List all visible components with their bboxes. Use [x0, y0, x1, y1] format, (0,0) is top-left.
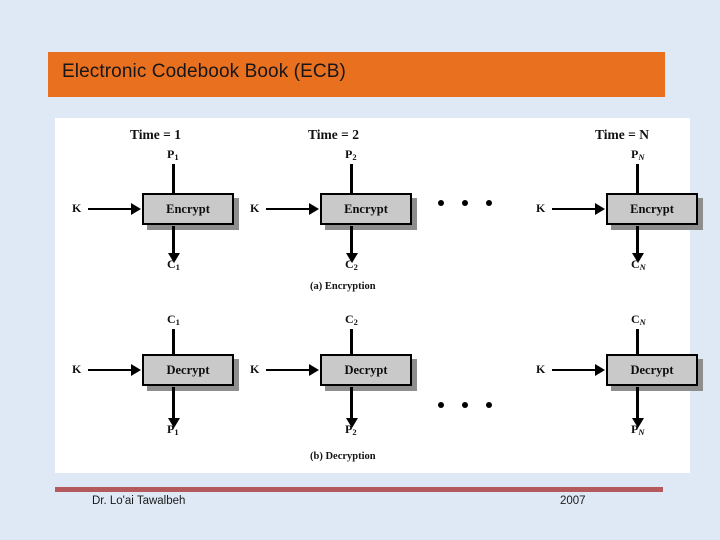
decrypt-col-1-key-arrow [88, 364, 141, 376]
encrypt-col-1-time-label: Time = 1 [130, 127, 181, 142]
decrypt-block-1: Decrypt [142, 354, 234, 386]
decrypt-col-2-input-label: C2 [345, 312, 358, 327]
decrypt-col-1-output-label: P1 [167, 422, 179, 437]
encrypt-col-2-input-label: P2 [345, 147, 357, 162]
encrypt-col-1-key-label: K [72, 201, 82, 215]
footer-divider [55, 487, 663, 492]
encrypt-col-2-output-arrow [345, 226, 358, 263]
decrypt-block-2-label: Decrypt [344, 363, 388, 377]
encrypt-col-n-key-arrow [552, 203, 605, 215]
decrypt-col-1-key-label: K [72, 362, 82, 376]
encrypt-ellipsis [438, 200, 492, 206]
encrypt-block-2: Encrypt [320, 193, 412, 225]
page-title: Electronic Codebook Book (ECB) [62, 61, 346, 82]
encrypt-col-n-output-arrow [631, 226, 644, 263]
decrypt-ellipsis [438, 402, 492, 408]
encrypt-col-n-key-label: K [536, 201, 546, 215]
decrypt-block-n-label: Decrypt [630, 363, 674, 377]
encrypt-col-2-key-label: K [250, 201, 260, 215]
decrypt-col-1-input-label: C1 [167, 312, 180, 327]
encrypt-col-1-input-label: P1 [167, 147, 179, 162]
footer-author: Dr. Lo'ai Tawalbeh [92, 495, 186, 507]
encrypt-col-n-time-label: Time = N [595, 127, 649, 142]
encrypt-block-n-label: Encrypt [630, 202, 674, 216]
encryption-caption: (a) Encryption [310, 281, 376, 292]
encrypt-col-1-key-arrow [88, 203, 141, 215]
decrypt-col-n-input-label: CN [631, 312, 646, 327]
decryption-caption: (b) Decryption [310, 451, 376, 462]
encrypt-col-1-output-arrow [167, 226, 180, 263]
encrypt-block-2-label: Encrypt [344, 202, 388, 216]
decrypt-col-n-output-label: PN [631, 422, 645, 437]
encrypt-col-2-output-label: C2 [345, 257, 358, 272]
decrypt-block-2: Decrypt [320, 354, 412, 386]
decrypt-col-2-key-arrow [266, 364, 319, 376]
encrypt-block-1: Encrypt [142, 193, 234, 225]
decrypt-col-1-output-arrow [167, 387, 180, 428]
slide-title-bar: Electronic Codebook Book (ECB) [48, 52, 665, 97]
encrypt-col-1-output-label: C1 [167, 257, 180, 272]
decrypt-col-n-output-arrow [631, 387, 644, 428]
encrypt-col-2-time-label: Time = 2 [308, 127, 359, 142]
decrypt-col-n-key-label: K [536, 362, 546, 376]
decrypt-block-n: Decrypt [606, 354, 698, 386]
encrypt-col-n-output-label: CN [631, 257, 646, 272]
decrypt-block-1-label: Decrypt [166, 363, 210, 377]
decrypt-col-2-key-label: K [250, 362, 260, 376]
decrypt-col-2-output-label: P2 [345, 422, 357, 437]
decrypt-col-2-output-arrow [345, 387, 358, 428]
encrypt-block-1-label: Encrypt [166, 202, 210, 216]
ecb-diagram-panel: Time = 1 P1 K Encrypt C1 Time = 2 P2 K E… [55, 118, 698, 473]
encrypt-col-2-key-arrow [266, 203, 319, 215]
encrypt-col-n-input-label: PN [631, 147, 645, 162]
decrypt-col-n-key-arrow [552, 364, 605, 376]
encrypt-block-n: Encrypt [606, 193, 698, 225]
footer-year: 2007 [560, 495, 586, 507]
